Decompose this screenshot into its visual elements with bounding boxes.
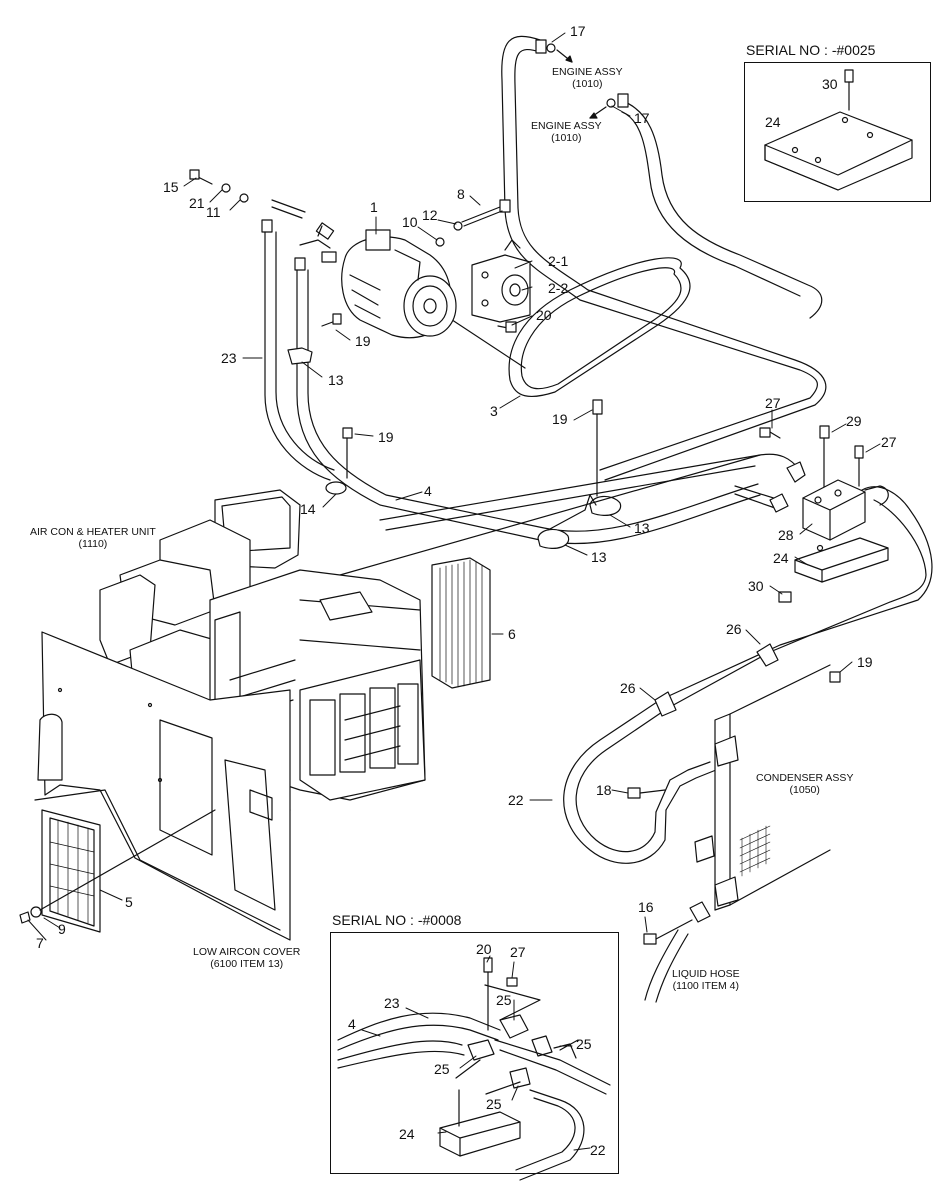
inset-bottom-label-24: 24 — [399, 1126, 415, 1142]
inset-bottom-label-22: 22 — [590, 1142, 606, 1158]
grille-panel — [20, 810, 215, 932]
label-5: 5 — [125, 894, 133, 910]
inset-bottom-label-25-b: 25 — [434, 1061, 450, 1077]
inset-bottom-frame — [330, 932, 619, 1174]
filter-element — [432, 558, 490, 688]
inset-bottom-label-25-a: 25 — [496, 992, 512, 1008]
label-27-a: 27 — [765, 395, 781, 411]
label-4: 4 — [424, 483, 432, 499]
label-29: 29 — [846, 413, 862, 429]
label-13-a: 13 — [328, 372, 344, 388]
label-19-d: 19 — [857, 654, 873, 670]
label-19-a: 19 — [355, 333, 371, 349]
bracket-24 — [795, 538, 888, 582]
label-19-b: 19 — [552, 411, 568, 427]
label-15: 15 — [163, 179, 179, 195]
label-2-1: 2-1 — [548, 253, 569, 269]
hose-fitting-17-top — [536, 40, 572, 62]
engine-hose — [502, 36, 826, 480]
label-20: 20 — [536, 307, 552, 323]
label-13-b: 13 — [634, 520, 650, 536]
inset-top-title: SERIAL NO : -#0025 — [746, 42, 876, 58]
inset-bottom-label-25-d: 25 — [486, 1096, 502, 1112]
inset-top-bracket — [765, 70, 912, 190]
hose-fitting-17-lower — [590, 94, 628, 118]
label-14: 14 — [300, 501, 316, 517]
inset-bottom-label-23: 23 — [384, 995, 400, 1011]
label-7: 7 — [36, 935, 44, 951]
label-10: 10 — [402, 214, 418, 230]
inset-bottom-label-4: 4 — [348, 1016, 356, 1032]
condenser — [628, 665, 830, 1002]
label-17-lower: 17 — [634, 110, 650, 126]
label-28: 28 — [778, 527, 794, 543]
label-13-c: 13 — [591, 549, 607, 565]
label-8: 8 — [457, 186, 465, 202]
label-24: 24 — [773, 550, 789, 566]
right-pipes — [340, 454, 932, 708]
caption-aircon-heater-unit: AIR CON & HEATER UNIT(1110) — [30, 526, 156, 551]
caption-condenser-assy: CONDENSER ASSY(1050) — [756, 772, 854, 797]
hose-22 — [564, 644, 778, 863]
caption-engine-assy-2: ENGINE ASSY(1010) — [531, 120, 602, 145]
label-18: 18 — [596, 782, 612, 798]
caption-liquid-hose: LIQUID HOSE(1100 ITEM 4) — [672, 968, 740, 993]
label-2-2: 2-2 — [548, 280, 569, 296]
label-3: 3 — [490, 403, 498, 419]
compressor-hardware — [190, 170, 516, 332]
inset-top-label-24: 24 — [765, 114, 781, 130]
expansion-block — [770, 462, 888, 540]
inset-top-frame — [744, 62, 931, 202]
compressor — [316, 223, 456, 338]
label-26-b: 26 — [620, 680, 636, 696]
hose-23 — [262, 200, 334, 480]
inset-bottom-drawing — [338, 958, 610, 1180]
label-26-a: 26 — [726, 621, 742, 637]
inset-top-label-30: 30 — [822, 76, 838, 92]
label-9: 9 — [58, 921, 66, 937]
aircon-heater-unit — [100, 490, 425, 810]
label-1: 1 — [370, 199, 378, 215]
caption-engine-assy-1: ENGINE ASSY(1010) — [552, 66, 623, 91]
label-23: 23 — [221, 350, 237, 366]
inset-bottom-label-20: 20 — [476, 941, 492, 957]
label-6: 6 — [508, 626, 516, 642]
inset-bottom-label-25-c: 25 — [576, 1036, 592, 1052]
label-27-b: 27 — [881, 434, 897, 450]
label-16: 16 — [638, 899, 654, 915]
caption-low-aircon-cover: LOW AIRCON COVER(6100 ITEM 13) — [193, 946, 301, 971]
label-12: 12 — [422, 207, 438, 223]
label-11: 11 — [206, 204, 221, 220]
label-17-top: 17 — [570, 23, 586, 39]
label-30: 30 — [748, 578, 764, 594]
label-19-c: 19 — [378, 429, 394, 445]
label-22: 22 — [508, 792, 524, 808]
inset-bottom-title: SERIAL NO : -#0008 — [332, 912, 462, 928]
leader-lines — [28, 33, 880, 1150]
low-aircon-cover — [35, 632, 290, 940]
compressor-bracket — [472, 240, 530, 322]
inset-bottom-label-27: 27 — [510, 944, 526, 960]
label-21: 21 — [189, 195, 205, 211]
